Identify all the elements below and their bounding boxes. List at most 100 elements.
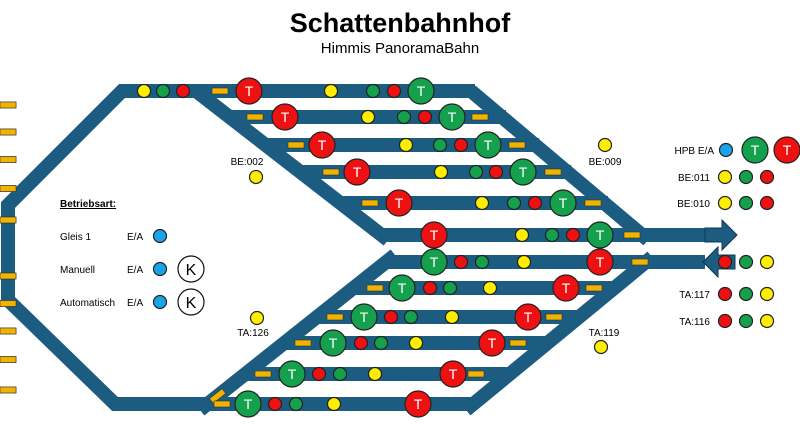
key-button-circle[interactable]: [177, 288, 205, 316]
turnout-button-circle[interactable]: [278, 360, 306, 388]
red-turnout-button[interactable]: T: [552, 274, 580, 302]
red-signal-light: [267, 396, 283, 412]
switch-indicator[interactable]: [254, 370, 272, 378]
switch-indicator[interactable]: [0, 327, 17, 335]
turnout-button-circle[interactable]: [319, 329, 347, 357]
turnout-button-circle[interactable]: [474, 131, 502, 159]
turnout-button-circle[interactable]: [439, 360, 467, 388]
turnout-button-circle[interactable]: [350, 303, 378, 331]
green-turnout-button[interactable]: T: [319, 329, 347, 357]
switch-indicator[interactable]: [0, 300, 17, 307]
red-turnout-button[interactable]: T: [514, 303, 542, 331]
turnout-button-circle[interactable]: [404, 390, 432, 418]
green-turnout-button[interactable]: T: [350, 303, 378, 331]
turnout-button-circle[interactable]: [271, 103, 299, 131]
red-turnout-button[interactable]: T: [385, 189, 413, 217]
switch-indicator[interactable]: [545, 313, 563, 321]
blue-signal-light[interactable]: [152, 228, 168, 244]
switch-indicator[interactable]: [287, 141, 305, 149]
red-signal-light: [311, 366, 327, 382]
switch-indicator[interactable]: [585, 284, 603, 292]
switch-indicator[interactable]: [0, 356, 17, 363]
yellow-signal-light: [326, 396, 342, 412]
blue-signal-light[interactable]: [718, 142, 734, 158]
turnout-button-circle[interactable]: [420, 221, 448, 249]
switch-indicator[interactable]: [0, 216, 17, 224]
red-turnout-button[interactable]: T: [271, 103, 299, 131]
green-turnout-button[interactable]: T: [586, 221, 614, 249]
green-signal-light: [544, 227, 560, 243]
turnout-button-circle[interactable]: [773, 136, 800, 164]
green-turnout-button[interactable]: T: [549, 189, 577, 217]
switch-indicator[interactable]: [0, 101, 17, 109]
switch-indicator[interactable]: [508, 141, 526, 149]
red-turnout-button[interactable]: T: [308, 131, 336, 159]
key-button-circle[interactable]: [177, 255, 205, 283]
red-turnout-button[interactable]: T: [586, 248, 614, 276]
green-turnout-button[interactable]: T: [474, 131, 502, 159]
switch-indicator[interactable]: [294, 339, 312, 347]
switch-indicator[interactable]: [544, 168, 562, 176]
green-turnout-button[interactable]: T: [741, 136, 769, 164]
yellow-signal-light: [597, 137, 613, 153]
turnout-button-circle[interactable]: [478, 329, 506, 357]
red-turnout-button[interactable]: T: [439, 360, 467, 388]
turnout-button-circle[interactable]: [514, 303, 542, 331]
switch-indicator[interactable]: [631, 258, 649, 266]
switch-indicator[interactable]: [0, 185, 17, 192]
red-turnout-button[interactable]: T: [404, 390, 432, 418]
switch-indicator[interactable]: [366, 284, 384, 292]
switch-indicator[interactable]: [471, 113, 489, 121]
switch-indicator[interactable]: [211, 87, 229, 95]
turnout-button-circle[interactable]: [407, 77, 435, 105]
turnout-button-circle[interactable]: [385, 189, 413, 217]
green-turnout-button[interactable]: T: [438, 103, 466, 131]
turnout-button-circle[interactable]: [552, 274, 580, 302]
switch-indicator[interactable]: [322, 168, 340, 176]
switch-indicator[interactable]: [509, 339, 527, 347]
red-turnout-button[interactable]: T: [343, 158, 371, 186]
turnout-button-circle[interactable]: [586, 221, 614, 249]
turnout-button-circle[interactable]: [308, 131, 336, 159]
switch-indicator[interactable]: [0, 128, 17, 136]
green-turnout-button[interactable]: T: [388, 274, 416, 302]
turnout-button-circle[interactable]: [343, 158, 371, 186]
red-signal-light: [717, 313, 733, 329]
red-signal-light: [717, 286, 733, 302]
switch-indicator[interactable]: [361, 199, 379, 207]
red-turnout-button[interactable]: T: [420, 221, 448, 249]
green-turnout-button[interactable]: T: [278, 360, 306, 388]
switch-indicator[interactable]: [0, 386, 17, 394]
green-turnout-button[interactable]: T: [407, 77, 435, 105]
key-button[interactable]: K: [177, 255, 205, 283]
turnout-button-circle[interactable]: [235, 77, 263, 105]
key-button[interactable]: K: [177, 288, 205, 316]
switch-indicator[interactable]: [209, 388, 227, 404]
switch-indicator[interactable]: [467, 370, 485, 378]
switch-indicator[interactable]: [623, 231, 641, 239]
turnout-button-circle[interactable]: [234, 390, 262, 418]
switch-indicator[interactable]: [213, 400, 231, 408]
red-turnout-button[interactable]: T: [773, 136, 800, 164]
turnout-button-circle[interactable]: [420, 248, 448, 276]
switch-indicator[interactable]: [0, 156, 17, 163]
blue-signal-light[interactable]: [152, 294, 168, 310]
red-signal-light: [422, 280, 438, 296]
turnout-button-circle[interactable]: [388, 274, 416, 302]
green-turnout-button[interactable]: T: [420, 248, 448, 276]
switch-indicator[interactable]: [326, 313, 344, 321]
turnout-button-circle[interactable]: [549, 189, 577, 217]
mode-label-gleis1: Gleis 1: [60, 232, 92, 243]
switch-indicator[interactable]: [584, 199, 602, 207]
green-turnout-button[interactable]: T: [509, 158, 537, 186]
turnout-button-circle[interactable]: [741, 136, 769, 164]
turnout-button-circle[interactable]: [509, 158, 537, 186]
red-turnout-button[interactable]: T: [235, 77, 263, 105]
blue-signal-light[interactable]: [152, 261, 168, 277]
turnout-button-circle[interactable]: [438, 103, 466, 131]
turnout-button-circle[interactable]: [586, 248, 614, 276]
switch-indicator[interactable]: [246, 113, 264, 121]
green-turnout-button[interactable]: T: [234, 390, 262, 418]
red-turnout-button[interactable]: T: [478, 329, 506, 357]
switch-indicator[interactable]: [0, 272, 17, 280]
